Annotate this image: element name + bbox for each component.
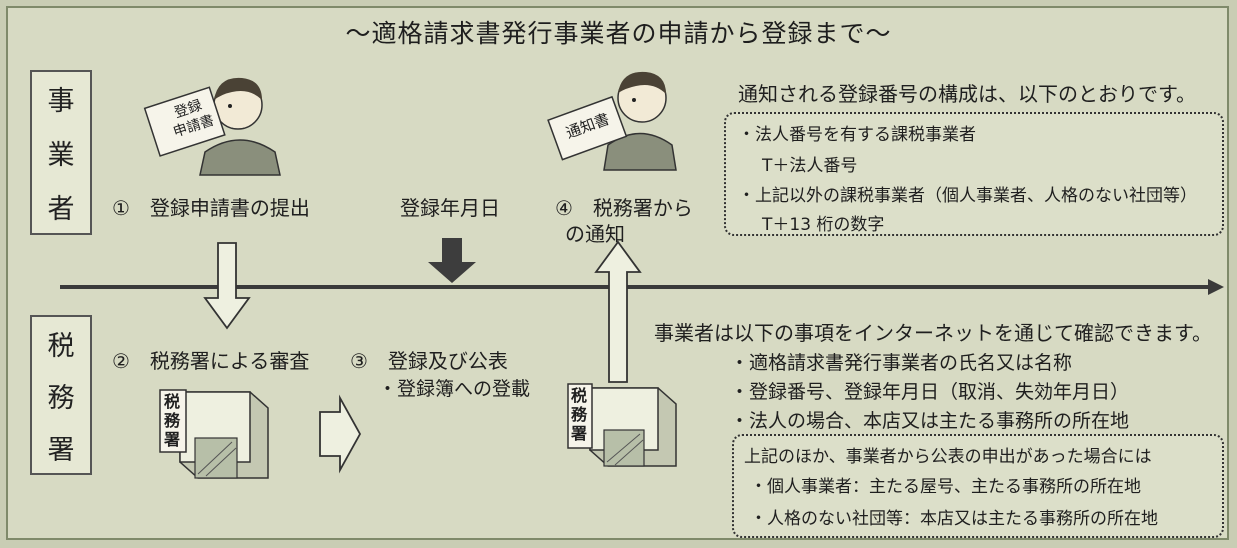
registration-number-item: T＋13 桁の数字: [762, 215, 885, 235]
submission-arrow: [203, 242, 251, 330]
public-application-item: ・人格のない社団等：本店又は主たる事務所の所在地: [750, 509, 1158, 529]
process-arrow: [319, 394, 362, 474]
notified-person-illustration: [603, 71, 677, 171]
registration-number-item: T＋法人番号: [762, 156, 858, 176]
registration-number-box: [724, 112, 1224, 236]
registration-date-label: 登録年月日: [400, 196, 500, 220]
tax-office-sign-char: 署: [164, 430, 181, 449]
tax-office-sign-char: 税: [571, 386, 588, 405]
business-label-char: 業: [47, 139, 75, 171]
internet-heading: 事業者は以下の事項をインターネットを通じて確認できます。: [654, 321, 1212, 345]
step3-sub-label: ・登録簿への登載: [378, 378, 531, 400]
tax-office-building-1: [159, 389, 269, 479]
step4-label-line1: ④ 税務署から: [555, 196, 693, 220]
registration-number-item: ・法人番号を有する課税事業者: [738, 125, 976, 145]
public-application-heading: 上記のほか、事業者から公表の申出があった場合には: [744, 447, 1152, 467]
registration-number-item: ・上記以外の課税事業者（個人事業者、人格のない社団等）: [738, 186, 1197, 206]
public-application-box: [732, 434, 1224, 538]
notification-arrow: [594, 240, 642, 383]
tax-office-label-char: 税: [47, 330, 75, 362]
business-label-char: 者: [47, 193, 75, 225]
internet-item: ・適格請求書発行事業者の氏名又は名称: [730, 352, 1073, 374]
tax-office-building-2: [567, 383, 677, 467]
tax-office-sign-1: 税 務 署: [164, 392, 180, 449]
step2-label: ② 税務署による審査: [112, 349, 310, 373]
step4-label-line2: の通知: [565, 222, 625, 246]
notice-paper: [547, 95, 628, 161]
tax-office-sign-char: 務: [571, 405, 588, 424]
registration-number-heading: 通知される登録番号の構成は、以下のとおりです。: [738, 82, 1196, 106]
tax-office-sign-char: 税: [164, 392, 181, 411]
tax-office-sign-char: 署: [571, 424, 588, 443]
registration-date-arrow: [428, 238, 476, 283]
tax-office-sign-char: 務: [164, 411, 181, 430]
timeline-arrowhead: [1208, 279, 1224, 295]
internet-item: ・法人の場合、本店又は主たる事務所の所在地: [730, 410, 1130, 432]
business-label-char: 事: [47, 86, 75, 118]
tax-office-label-char: 署: [47, 434, 75, 466]
applicant-person-illustration: [199, 77, 281, 176]
public-application-item: ・個人事業者：主たる屋号、主たる事務所の所在地: [750, 477, 1141, 497]
diagram-title: ～適格請求書発行事業者の申請から登録まで～: [345, 19, 892, 48]
tax-office-label-char: 務: [47, 382, 75, 414]
step1-label: ① 登録申請書の提出: [112, 196, 310, 220]
internet-item: ・登録番号、登録年月日（取消、失効年月日）: [730, 381, 1130, 403]
tax-office-label-box: 税 務 署: [30, 315, 92, 475]
application-paper: [143, 86, 226, 157]
tax-office-sign-2: 税 務 署: [571, 386, 587, 443]
business-label-box: 事 業 者: [30, 70, 92, 235]
step3-label: ③ 登録及び公表: [350, 349, 508, 373]
